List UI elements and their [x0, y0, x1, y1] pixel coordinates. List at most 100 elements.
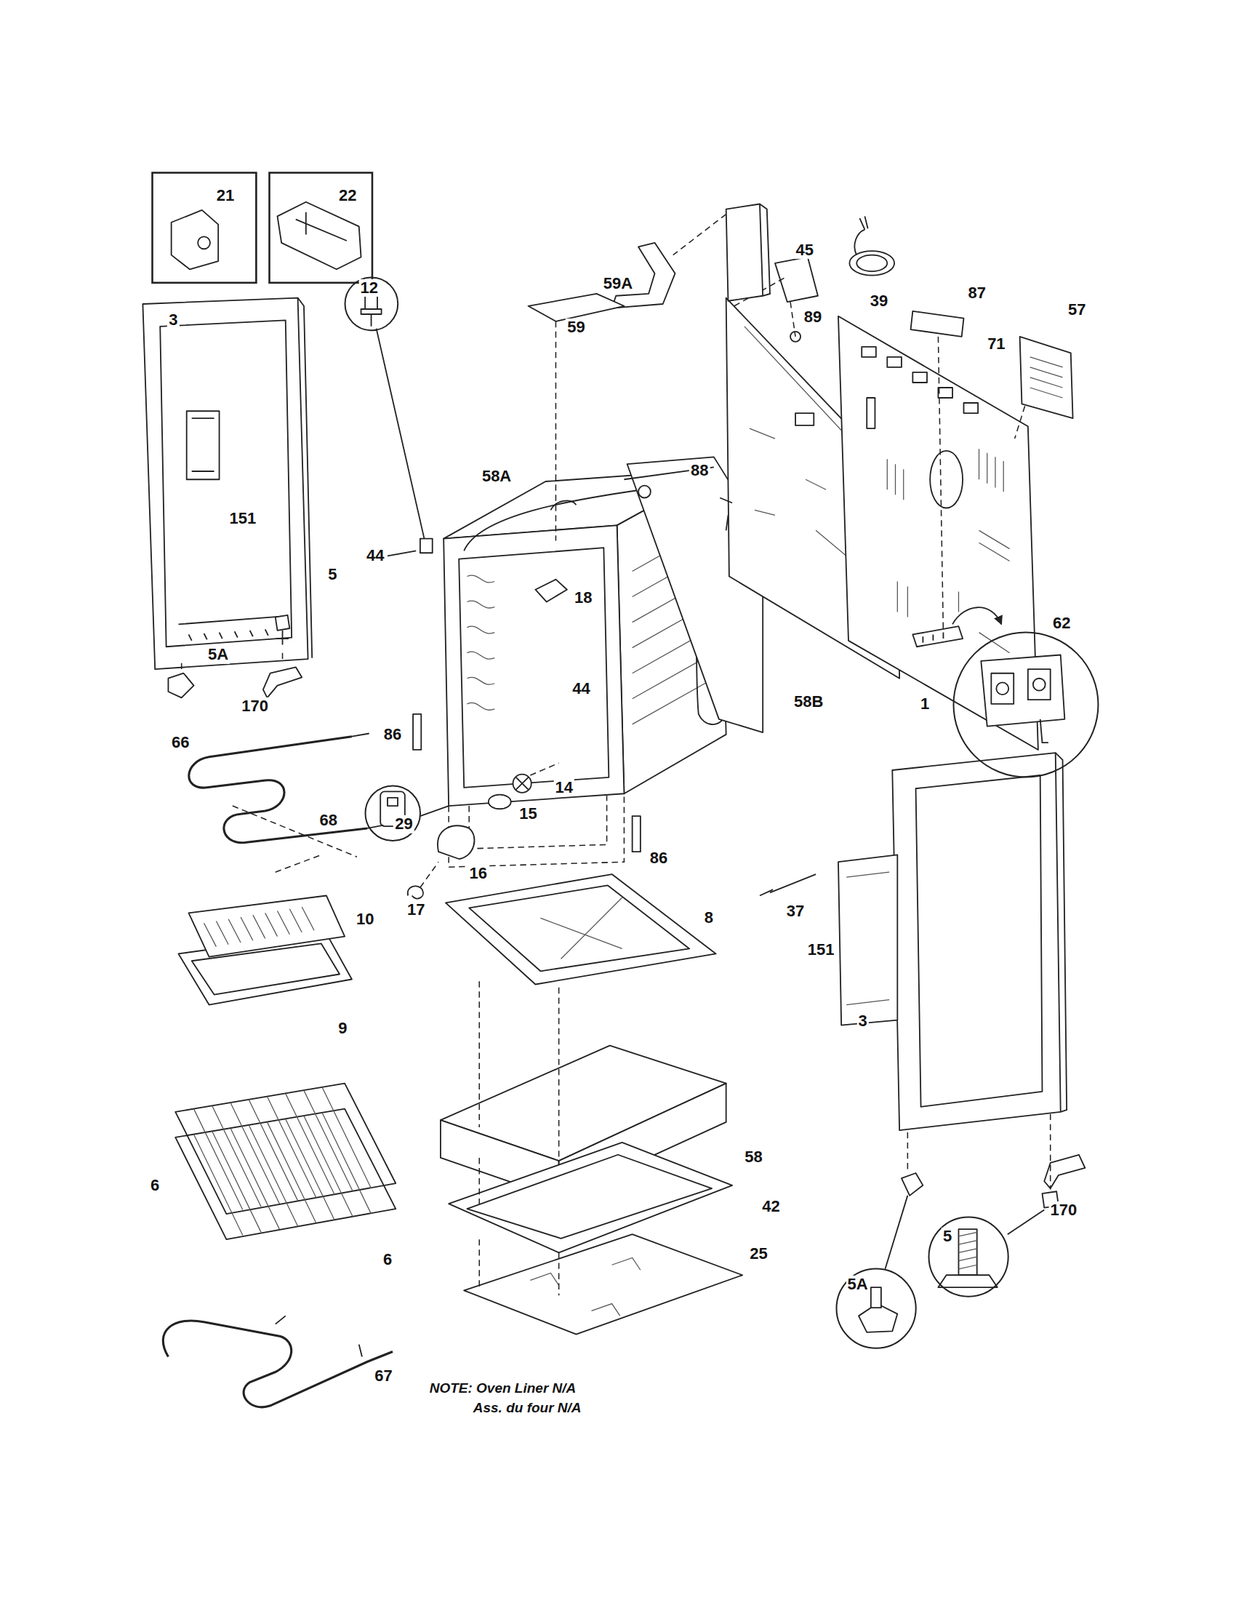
drawing-path [1030, 356, 1063, 398]
callout-number: 29 [393, 815, 414, 833]
callout-number: 86 [382, 725, 403, 744]
drawing-rect [871, 1286, 882, 1308]
callout-number: 5 [941, 1227, 954, 1245]
callout-number: 71 [985, 335, 1007, 353]
drawing-path [887, 448, 1010, 653]
callout-number: 6 [381, 1250, 394, 1268]
drawing-path [466, 575, 495, 710]
drawing-path [351, 732, 384, 828]
drawing-path [448, 793, 624, 867]
callout-number: 44 [570, 679, 592, 698]
drawing-polygon [466, 1154, 712, 1239]
drawing-path [162, 1320, 393, 1407]
drawing-rect [887, 356, 902, 368]
drawing-path [479, 980, 559, 1295]
detail-circle: 12 [343, 276, 400, 332]
drawing-polygon [937, 1274, 997, 1287]
drawing-polygon [535, 579, 567, 603]
callout-number: 62 [1051, 614, 1072, 632]
drawing-polygon [277, 202, 362, 270]
drawing-path [276, 630, 289, 645]
callout-number: 39 [868, 292, 890, 310]
callout-number: 45 [793, 241, 815, 259]
drawing-rect [632, 815, 641, 852]
drawing-path [1040, 719, 1049, 743]
callout-number: 57 [1066, 301, 1087, 319]
drawing-path [371, 314, 425, 539]
drawing-path [189, 736, 368, 843]
broil-pan [178, 895, 352, 1005]
drawing-path [407, 885, 424, 898]
drawing-polygon [445, 873, 717, 984]
callout-number: 17 [405, 900, 427, 919]
broil-element [189, 732, 384, 872]
circle-border [836, 1268, 916, 1348]
callout-number: 1 [919, 695, 931, 713]
box-border [151, 172, 256, 283]
drawing-rect [412, 713, 421, 750]
callout-number: 66 [170, 733, 191, 752]
drawing-path [178, 615, 286, 641]
foot-details [858, 1228, 998, 1332]
drawing-path [194, 1086, 372, 1235]
inset-box: 22 [268, 171, 373, 284]
drawing-circle [197, 236, 211, 249]
drawing-path [922, 632, 943, 643]
drawing-polygon [911, 311, 965, 337]
drawing-rect [861, 346, 877, 357]
circle-outline [927, 1215, 1010, 1298]
drawing-polygon [912, 625, 963, 647]
circle-border [953, 632, 1099, 778]
drawing-path [420, 805, 449, 816]
drawing-polygon [528, 293, 625, 322]
callout-number: 5A [846, 1275, 870, 1293]
drawing-circle [638, 485, 651, 499]
drawing-rect [990, 673, 1014, 704]
drawing-path [387, 550, 416, 556]
callout-number: 12 [359, 278, 380, 296]
callout-number: 151 [227, 508, 258, 527]
callout-number: 44 [364, 546, 386, 565]
callout-number: 151 [806, 940, 837, 959]
drawing-path [952, 607, 1002, 624]
drawing-rect [958, 1228, 977, 1275]
detail-circle: 5 [927, 1215, 1010, 1298]
drawing-polygon [901, 1172, 923, 1196]
drawing-path [719, 497, 733, 503]
drawing-polygon [463, 1233, 743, 1334]
callout-number: 58A [480, 467, 513, 485]
drawing-path [191, 418, 215, 472]
drawing-polygon [175, 1108, 396, 1240]
drawing-path [204, 906, 315, 947]
drawing-path [295, 212, 347, 241]
drawing-path [540, 897, 622, 959]
drawing-rect [912, 372, 927, 383]
drawing-path [550, 500, 576, 510]
callout-number: 8 [703, 908, 715, 927]
drawing-polygon [159, 319, 292, 647]
drawing-path [937, 336, 1025, 633]
drawing-path [884, 1195, 908, 1269]
rear-panel [838, 311, 1074, 750]
drawing-path [759, 873, 816, 896]
drawing-polygon [1020, 336, 1074, 419]
circle-border [344, 277, 398, 331]
drawing-polygon [458, 547, 609, 788]
drawer-parts [440, 873, 743, 1335]
drawing-polygon [448, 1142, 733, 1252]
callout-number: 5 [326, 565, 339, 584]
callout-number: 59 [565, 318, 587, 336]
inset-parts [171, 202, 362, 270]
box-outline [151, 171, 258, 284]
callout-number: 59A [602, 274, 634, 293]
drawing-rect [963, 402, 978, 413]
side-panel-left [142, 298, 312, 698]
detail-circle: 5A [835, 1267, 917, 1349]
racks-and-bake-element [162, 1083, 396, 1407]
detail-circle: 29 [364, 784, 422, 842]
drawing-rect [387, 797, 398, 806]
drawing-path [1007, 1209, 1045, 1235]
drawing-path [516, 777, 529, 790]
drawing-polygon [188, 895, 345, 957]
